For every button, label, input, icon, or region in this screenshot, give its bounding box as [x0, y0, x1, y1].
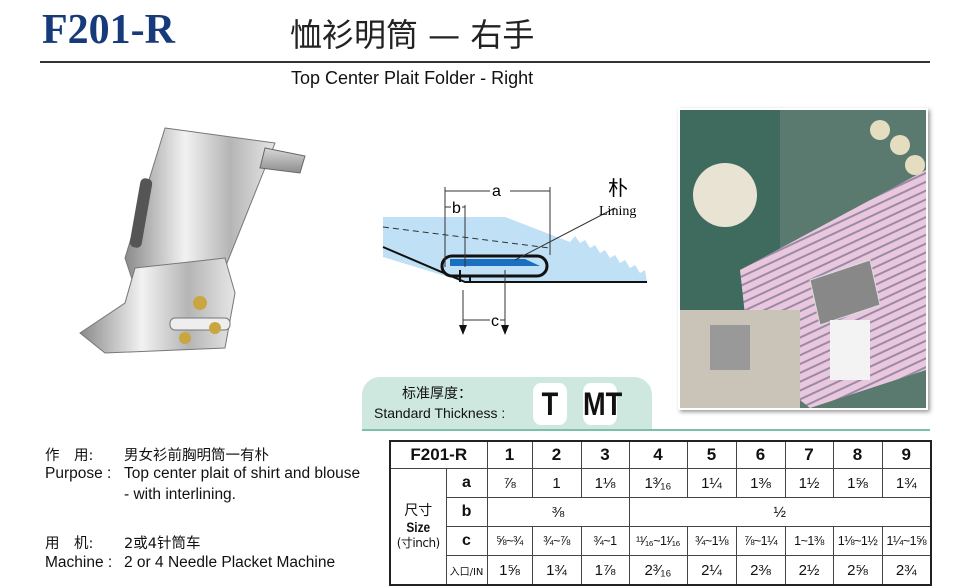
cell: 1³⁄₁₆: [628, 468, 688, 498]
table-row-b: b ⅜ ½: [390, 497, 932, 527]
row-label: a: [445, 468, 488, 498]
cell: 1⅝: [486, 555, 533, 586]
row-label: c: [445, 526, 488, 556]
size-unit: (寸inch): [396, 536, 441, 551]
size-col: 7: [784, 440, 834, 469]
lining-cn-label: 朴: [608, 176, 628, 200]
cell: ¾~1: [580, 526, 630, 556]
table-row-inlet: 入口/IN 1⅝ 1¾ 1⅞ 2³⁄₁₆ 2¼ 2⅜ 2½ 2⅝ 2¾: [390, 555, 932, 586]
cell: ¹¹⁄₁₆~1¹⁄₁₆: [628, 526, 688, 556]
section-divider: [362, 429, 930, 431]
size-cn: 尺寸: [404, 502, 433, 519]
header-divider: [40, 61, 930, 63]
cell: ⅝~¾: [486, 526, 533, 556]
cell: ¾~⅞: [531, 526, 582, 556]
cell: ⅜: [486, 497, 630, 527]
thickness-cn-label: 标准厚度：: [402, 386, 472, 402]
machine-cn-label: 用 机:: [45, 536, 94, 552]
cell: 1⅝: [832, 468, 883, 498]
cell: 1⅛: [580, 468, 630, 498]
cell: 2³⁄₁₆: [628, 555, 688, 586]
purpose-cn-label: 作 用:: [45, 448, 94, 464]
table-model-cell: F201-R: [389, 440, 488, 469]
machine-cn-text: 2或4针筒车: [124, 536, 201, 552]
cell: 1¾: [881, 468, 932, 498]
fold-diagram: a b c 朴 Lining: [382, 176, 647, 335]
cell: 2⅝: [832, 555, 883, 586]
cell: 2⅜: [735, 555, 786, 586]
size-col: 4: [628, 440, 688, 469]
purpose-en-label: Purpose :: [45, 465, 112, 482]
table-header-row: F201-R 1 2 3 4 5 6 7 8 9: [389, 440, 932, 469]
machine-en-label: Machine :: [45, 554, 113, 571]
size-label-cell: 尺寸 Size (寸inch): [389, 468, 447, 586]
row-label: 入口/IN: [445, 555, 488, 586]
folder-product-photo: [79, 127, 306, 354]
standard-thickness-panel: 标准厚度： Standard Thickness : T MT: [362, 377, 652, 430]
machine-en-text: 2 or 4 Needle Placket Machine: [124, 554, 336, 571]
cell: ½: [628, 497, 932, 527]
size-en: Size: [406, 519, 431, 536]
size-col: 1: [486, 440, 533, 469]
cell: 1⅛~1½: [832, 526, 883, 556]
cell: 1¼~1⅝: [881, 526, 932, 556]
cell: ⅞~1¼: [735, 526, 786, 556]
thickness-badge-mt: MT: [583, 383, 622, 425]
row-label: b: [445, 497, 488, 527]
size-col: 6: [735, 440, 786, 469]
size-col: 5: [686, 440, 737, 469]
english-subtitle: Top Center Plait Folder - Right: [291, 68, 534, 88]
cell: ¾~1⅛: [686, 526, 737, 556]
sewing-machine-photo: [678, 108, 928, 410]
model-number: F201-R: [42, 7, 175, 53]
cell: 1¼: [686, 468, 737, 498]
purpose-cn-text: 男女衫前胸明筒一有朴: [124, 448, 269, 464]
dimension-b-label: b: [452, 200, 461, 217]
cell: 2½: [784, 555, 834, 586]
cell: ⅞: [486, 468, 533, 498]
cell: 2¾: [881, 555, 932, 586]
dimension-c-label: c: [491, 313, 499, 330]
size-col: 9: [881, 440, 932, 469]
dimension-a-label: a: [492, 183, 501, 200]
cell: 1⅞: [580, 555, 630, 586]
cell: 1¾: [531, 555, 582, 586]
chinese-title: 恤衫明筒 — 右手: [290, 16, 535, 54]
thickness-en-label: Standard Thickness :: [374, 405, 506, 421]
purpose-en-text: Top center plait of shirt and blouse: [124, 465, 361, 482]
cell: 1⅜: [735, 468, 786, 498]
size-table: F201-R 1 2 3 4 5 6 7 8 9 尺寸 Size (寸inch)…: [389, 440, 932, 586]
cell: 1~1⅜: [784, 526, 834, 556]
purpose-en-text-2: - with interlining.: [124, 486, 236, 503]
size-col: 2: [531, 440, 582, 469]
thickness-badge-t: T: [533, 383, 567, 425]
table-row-c: c ⅝~¾ ¾~⅞ ¾~1 ¹¹⁄₁₆~1¹⁄₁₆ ¾~1⅛ ⅞~1¼ 1~1⅜…: [390, 526, 932, 556]
cell: 1: [531, 468, 582, 498]
cell: 2¼: [686, 555, 737, 586]
size-col: 3: [580, 440, 630, 469]
table-row-a: 尺寸 Size (寸inch) a ⅞ 1 1⅛ 1³⁄₁₆ 1¼ 1⅜ 1½ …: [389, 468, 932, 586]
cell: 1½: [784, 468, 834, 498]
size-col: 8: [832, 440, 883, 469]
lining-label: Lining: [599, 204, 636, 219]
